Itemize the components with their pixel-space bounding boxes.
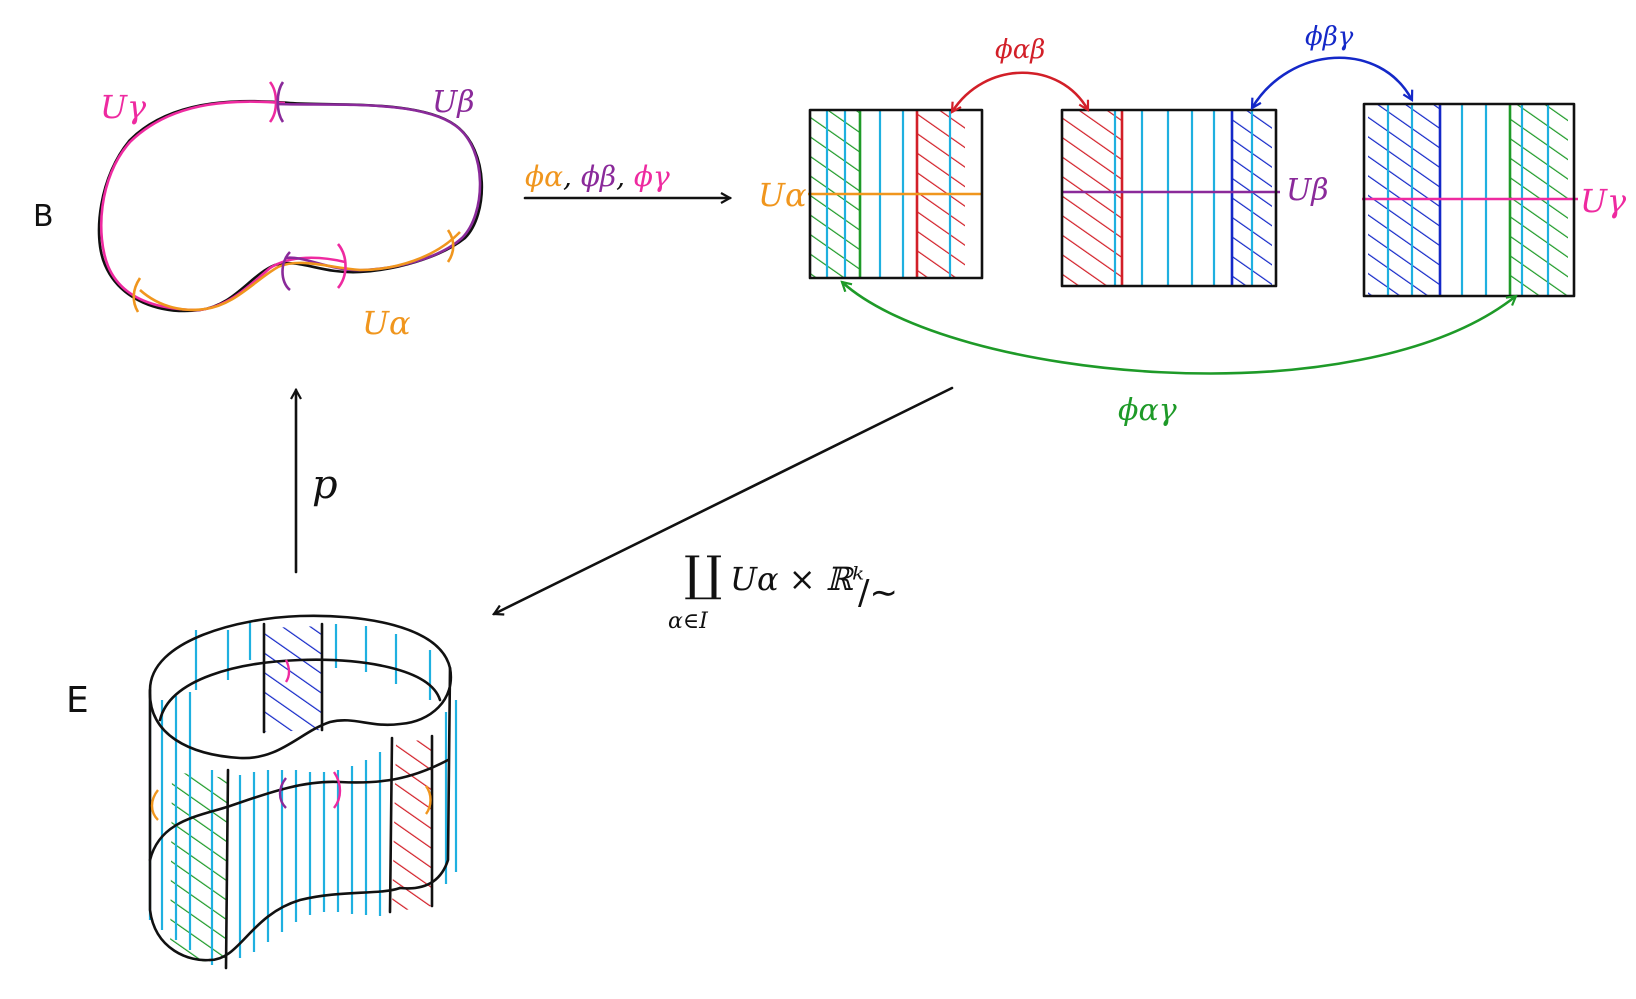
e-top-outer [148, 614, 453, 760]
phi-bg-label: ϕβγ [1305, 22, 1354, 52]
beta-bracket-top [276, 81, 285, 123]
comma-1: , [563, 160, 572, 193]
e-blue-hatch [264, 626, 322, 732]
phi-alpha-label: ϕα [525, 160, 563, 193]
box-alpha-label: Uα [758, 176, 807, 214]
phi-ab-label: ϕαβ [995, 35, 1045, 65]
u-beta-label: Uβ [432, 85, 475, 120]
phi-ag-label: ϕαγ [1118, 393, 1177, 428]
quotient-body: Uα × ℝᵏ [730, 560, 864, 598]
base-label: B [33, 199, 54, 234]
box-beta-label: Uβ [1286, 173, 1329, 208]
u-beta-arc [275, 102, 482, 272]
alpha-bracket-left [132, 277, 142, 313]
base-curve [97, 99, 484, 313]
box-gamma: Uγ [1362, 102, 1627, 298]
quotient-arrow: ∐ Uα × ℝᵏ /∼ α∈I [494, 386, 954, 634]
phi-gamma-label: ϕγ [634, 160, 670, 193]
gamma-bracket-mid [336, 243, 347, 289]
box-alpha: Uα [758, 108, 984, 280]
gamma-bracket-top [268, 81, 278, 123]
box-gamma-label: Uγ [1580, 182, 1627, 220]
base-space: B Uγ Uβ Uα [33, 81, 484, 342]
total-space: E [66, 614, 458, 970]
quotient-sum: ∐ [684, 546, 722, 602]
phi-beta-label: ϕβ [581, 160, 616, 193]
transition-alpha-beta: ϕαβ [952, 35, 1090, 112]
beta-bracket-mid [281, 251, 291, 292]
u-alpha-arc [139, 231, 461, 312]
e-fibers [148, 622, 458, 965]
u-gamma-label: Uγ [100, 88, 147, 126]
e-top-inner [158, 658, 442, 722]
total-label: E [66, 680, 89, 721]
box-beta: Uβ [1060, 108, 1329, 288]
projection-label: p [312, 462, 338, 508]
quotient-rel: /∼ [858, 573, 898, 613]
u-gamma-arc [99, 100, 346, 312]
u-alpha-label: Uα [362, 304, 411, 342]
box-beta-red-hatch [1062, 110, 1122, 286]
e-bottom [208, 886, 402, 962]
e-red-hatch [392, 738, 432, 912]
comma-2: , [616, 160, 625, 193]
e-green-hatch [170, 772, 228, 968]
alpha-bracket-right [446, 229, 455, 263]
projection-arrow: p [296, 390, 338, 574]
trivialization-arrow: ϕα, ϕβ, ϕγ [523, 160, 730, 198]
transition-alpha-gamma: ϕαγ [842, 282, 1516, 428]
transition-beta-gamma: ϕβγ [1252, 22, 1412, 108]
quotient-index: α∈I [668, 609, 709, 634]
svg-text:ϕα, ϕβ, ϕγ: ϕα, ϕβ, ϕγ [525, 160, 670, 193]
